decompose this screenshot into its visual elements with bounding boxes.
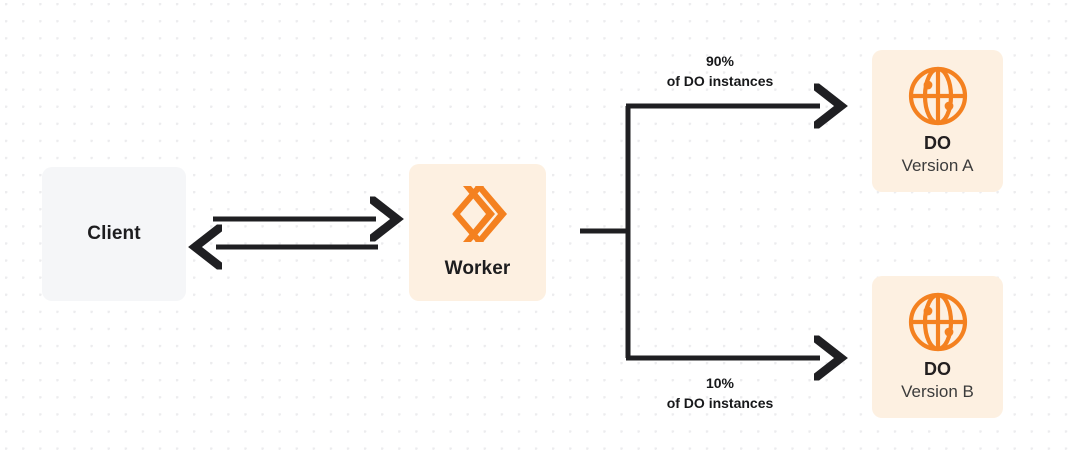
edge-label-do-b-text: of DO instances bbox=[666, 394, 774, 411]
node-worker-label: Worker bbox=[444, 258, 511, 280]
node-client[interactable]: Client bbox=[42, 167, 186, 301]
cloudflare-workers-icon bbox=[446, 184, 510, 244]
node-do-version-a[interactable]: DO Version A bbox=[872, 50, 1003, 192]
globe-icon bbox=[907, 291, 969, 353]
edge-label-do-a-text: of DO instances bbox=[666, 72, 774, 89]
node-worker[interactable]: Worker bbox=[409, 164, 546, 301]
node-do-a-label: DO bbox=[924, 132, 951, 153]
edge-label-do-a-percent: 90% bbox=[705, 53, 735, 69]
node-do-b-label: DO bbox=[924, 358, 951, 379]
node-do-a-sublabel: Version A bbox=[901, 155, 974, 175]
edge-label-do-b: 10% of DO instances bbox=[620, 374, 820, 414]
edge-label-do-a: 90% of DO instances bbox=[620, 52, 820, 92]
node-client-label: Client bbox=[87, 223, 141, 245]
globe-icon bbox=[907, 65, 969, 127]
edge-label-do-b-percent: 10% bbox=[705, 375, 735, 391]
node-do-b-sublabel: Version B bbox=[901, 381, 974, 401]
node-do-version-b[interactable]: DO Version B bbox=[872, 276, 1003, 418]
